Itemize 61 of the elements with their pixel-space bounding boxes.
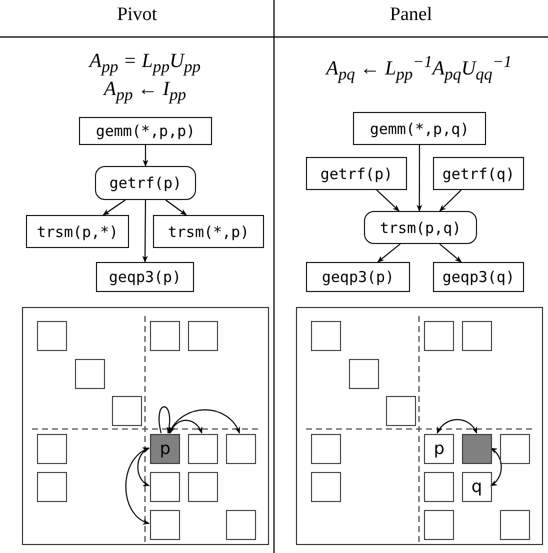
matrix-block (500, 510, 530, 540)
arrow (137, 448, 150, 486)
arrow (142, 200, 148, 263)
matrix-block: q (462, 472, 492, 502)
matrix-frame (296, 307, 543, 545)
matrix-block (348, 358, 379, 389)
matrix-frame (22, 307, 269, 545)
arrow (416, 145, 422, 212)
matrix-block (226, 434, 256, 464)
task-box: geqp3(q) (433, 262, 524, 292)
column-header: Pivot (116, 4, 158, 26)
matrix-block (37, 321, 67, 351)
arrow (165, 200, 187, 216)
matrix-block: p (150, 434, 180, 464)
matrix-block (424, 321, 454, 351)
matrix-block (150, 321, 180, 351)
task-box: geqp3(p) (306, 262, 410, 292)
formula: A$_{pp}$ = L$_{pp}$U$_{pp}$ (87, 50, 202, 77)
matrix-block (226, 510, 256, 540)
matrix-block (311, 472, 341, 502)
matrix-block (188, 434, 218, 464)
matrix-block (150, 510, 180, 540)
matrix-block (311, 321, 341, 351)
arrow (102, 200, 126, 216)
task-box: getrf(p) (306, 157, 407, 190)
arrow (170, 420, 202, 434)
matrix-block (424, 510, 454, 540)
matrix-block (188, 472, 218, 502)
matrix-block (462, 434, 492, 464)
matrix-block (462, 321, 492, 351)
rounded-task-box: getrf(p) (95, 166, 196, 200)
matrix-block (188, 321, 218, 351)
matrix-block (424, 472, 454, 502)
arrow (168, 409, 240, 434)
matrix-block: p (424, 434, 454, 464)
arrow (158, 406, 172, 434)
matrix-block (311, 434, 341, 464)
matrix-block (386, 396, 416, 426)
arrow (377, 244, 400, 262)
matrix-block (112, 396, 142, 426)
task-box: gemm(*,p,q) (353, 112, 486, 145)
arrow (490, 448, 502, 486)
rounded-task-box: trsm(p,q) (364, 211, 477, 244)
matrix-block (150, 472, 180, 502)
arrow (436, 419, 478, 434)
task-box: gemm(*,p,p) (79, 117, 212, 145)
arrow (439, 190, 462, 212)
matrix-block (500, 434, 530, 464)
matrix-block (74, 358, 105, 389)
formula: A$_{pp}$ ← I$_{pp}$ (102, 78, 188, 105)
task-box: geqp3(p) (96, 262, 194, 292)
task-box: trsm(p,*) (26, 215, 129, 248)
arrow (376, 190, 400, 212)
arrow (439, 244, 462, 262)
task-box: trsm(*,p) (153, 215, 264, 248)
matrix-block (37, 472, 67, 502)
arrow (142, 145, 148, 167)
arrow (125, 448, 150, 524)
column-header: Panel (388, 4, 434, 26)
task-box: getrf(q) (433, 157, 524, 190)
matrix-block (37, 434, 67, 464)
